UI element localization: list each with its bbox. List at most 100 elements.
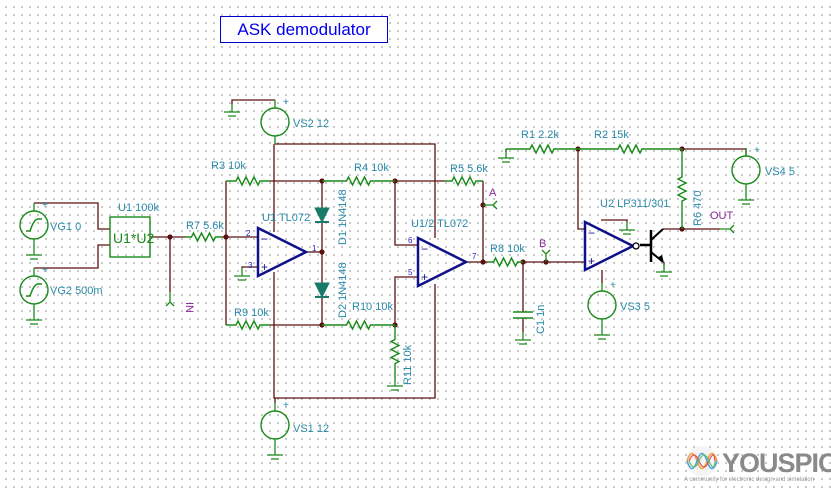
multiplier-symbol: U1*U2 [113,230,154,246]
r8-label: R8 10k [490,243,525,255]
q1-transistor-base [640,230,653,262]
wire [601,219,628,222]
wire [394,181,418,246]
r6-label: R6 470 [692,191,704,226]
vg2-ground-icon [26,312,42,325]
u2-comparator [583,219,636,273]
r6-resistor [676,149,688,229]
r9-label: R9 10k [234,307,269,319]
r2-label: R2 15k [594,129,629,141]
u1-opamp [256,225,309,279]
r11-label: R11 10k [402,344,414,385]
u1-opamp-minus: − [261,232,268,246]
r5-resistor [445,175,483,187]
r3-resistor [226,175,270,187]
u1-ground-icon [234,268,250,281]
r1-resistor [506,143,578,155]
multiplier-label: U1 100k [118,202,159,214]
vg1-source [19,210,49,240]
u2-comparator-output-bubble [632,242,640,250]
wire [577,149,585,230]
r2-resistor [578,143,682,155]
wires [34,99,747,403]
multiplier-block [109,216,151,258]
pin-6: 6 [408,236,413,245]
r1-label: R1 2.2k [521,129,559,141]
wire [273,272,436,399]
youspice-logo: YOUSPICE A community for electronic desi… [684,444,831,488]
vs1-source-plus-sign: + [283,400,289,411]
u2-label: U2 LP311/301 [600,198,670,210]
probe-out-label: OUT [710,210,734,222]
pin-7: 7 [472,252,477,261]
r4-resistor [322,175,395,187]
u1-2-opamp-minus: − [421,242,428,256]
vg2-source [19,275,49,305]
r9-resistor [226,319,270,331]
r10-label: R10 10k [352,301,393,313]
wire [682,148,747,156]
vs2-ground-icon [224,104,240,117]
u1-label: U1 TL072 [262,212,310,224]
u1-2-opamp-plus: + [421,270,428,284]
logo-wave-icon [686,446,718,476]
diagram-title: ASK demodulator [220,16,388,43]
vs1-ground-icon [267,447,283,460]
vs2-label: VS2 12 [293,118,329,130]
vs2-source-plus-sign: + [283,97,289,108]
wire [34,202,110,230]
probe-b-label: B [539,238,546,250]
r7-resistor [185,231,222,243]
q1-emitter-arrow [657,255,664,263]
vs2-source [260,107,290,137]
probe-out [720,224,735,234]
wire [275,143,436,238]
vg2-label: VG2 500m [50,285,103,297]
r11-resistor [389,325,401,378]
r1-ground-icon [498,150,514,163]
u1-2-opamp [416,235,469,289]
wire [394,276,418,325]
probe-in-label: IN [183,302,195,313]
vs4-source-plus-sign: + [754,145,760,156]
logo-name: YOUSPICE [722,448,831,478]
r3-label: R3 10k [211,160,246,172]
probe-a [483,200,498,210]
vg1-ground-icon [26,247,42,260]
vg1-source-plus-sign: + [42,200,48,211]
d2-diode [314,282,330,299]
q1-ground-icon [656,264,672,277]
d1-label: D1 1N4148 [337,189,349,245]
c1-capacitor [513,311,533,319]
pin-5: 5 [408,268,413,277]
vs4-ground-icon [738,192,754,205]
wire [241,266,258,268]
d1-diode [314,207,330,224]
vg2-source-plus-sign: + [42,265,48,276]
d2-label: D2 1N4148 [337,262,349,318]
u1-opamp-plus: + [261,260,268,274]
u2-ground-icon [619,222,635,235]
vs3-label: VS3 5 [620,301,650,313]
vs1-source [260,410,290,440]
wire [34,244,110,269]
c1-label: C1 1n [535,305,547,334]
u2-comparator-plus: + [588,254,595,268]
junction-node [480,259,486,265]
vs4-label: VS4 5 [765,166,795,178]
r4-label: R4 10k [354,162,389,174]
probe-in [165,292,175,307]
logo-tagline: A community for electronic design and si… [684,477,815,483]
c1-ground-icon [515,332,531,345]
vs3-source [587,290,617,320]
pin-2: 2 [246,229,251,238]
r7-label: R7 5.6k [186,220,224,232]
u2-comparator-minus: − [588,226,595,240]
pin-1: 1 [312,244,317,253]
pin-3: 3 [248,261,253,270]
probe-a-label: A [489,187,497,199]
r5-label: R5 5.6k [450,163,488,175]
r8-resistor [488,256,523,268]
vs1-label: VS1 12 [293,423,329,435]
